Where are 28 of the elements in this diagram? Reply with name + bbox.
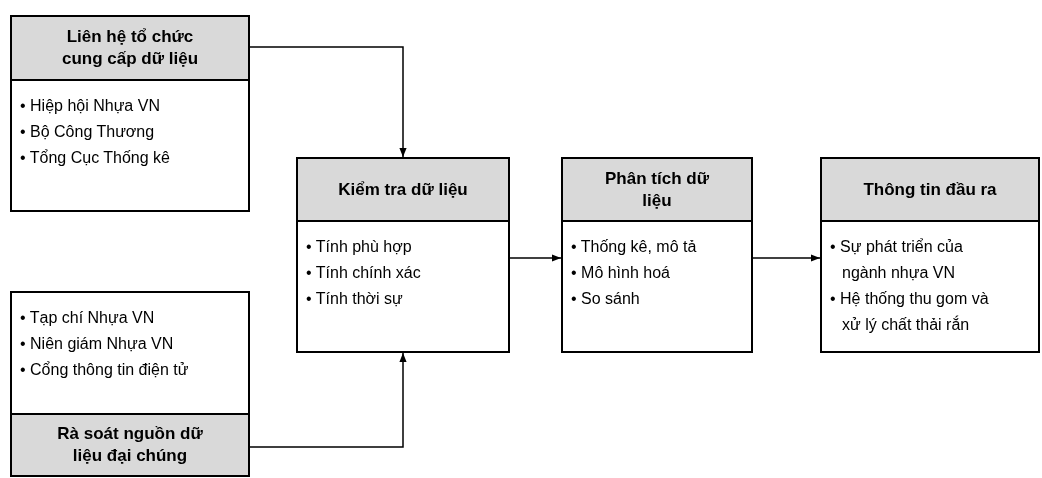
list-item: • Tính thời sự bbox=[306, 290, 403, 307]
list-item: • Bộ Công Thương bbox=[20, 123, 155, 140]
arrow bbox=[509, 254, 562, 262]
list-item: • Niên giám Nhựa VN bbox=[20, 335, 174, 352]
list-item: • Tính chính xác bbox=[306, 264, 421, 281]
process-card bbox=[296, 157, 510, 353]
list-item: • Cổng thông tin điện tử bbox=[20, 361, 189, 378]
process-card bbox=[10, 291, 250, 477]
card-header: Liên hệ tổ chức cung cấp dữ liệu bbox=[12, 17, 248, 81]
list-item: • Tính phù hợp bbox=[306, 238, 412, 255]
arrow bbox=[249, 46, 407, 158]
list-item: • Thống kê, mô tả bbox=[571, 238, 697, 255]
process-card bbox=[561, 157, 753, 353]
list-item: • Mô hình hoá bbox=[571, 264, 670, 281]
card-header: Kiểm tra dữ liệu bbox=[298, 159, 508, 222]
arrow bbox=[752, 254, 821, 262]
list-item: • Sự phát triển của ngành nhựa VN bbox=[830, 238, 963, 281]
list-item: • Hệ thống thu gom và xử lý chất thải rắn bbox=[830, 290, 989, 333]
list-item: • Tạp chí Nhựa VN bbox=[20, 309, 155, 326]
process-card bbox=[10, 15, 250, 212]
card-header: Thông tin đầu ra bbox=[822, 159, 1038, 222]
list-item: • So sánh bbox=[571, 290, 640, 307]
list-item: • Tổng Cục Thống kê bbox=[20, 149, 170, 166]
card-header: Phân tích dữ liệu bbox=[563, 159, 751, 222]
card-header: Rà soát nguồn dữ liệu đại chúng bbox=[12, 413, 248, 475]
process-card bbox=[820, 157, 1040, 353]
arrow bbox=[249, 352, 407, 448]
list-item: • Hiệp hội Nhựa VN bbox=[20, 97, 160, 114]
